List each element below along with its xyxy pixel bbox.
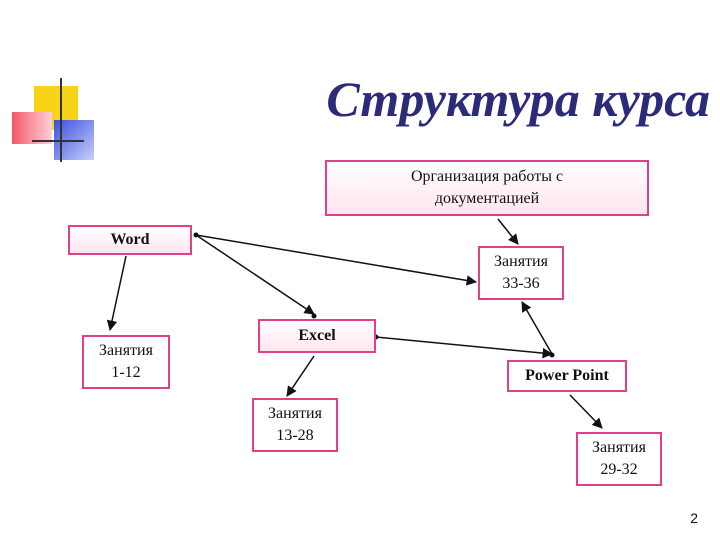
node-lessons-29-32: Занятия 29-32 bbox=[576, 432, 662, 486]
connector-dot-excel-top bbox=[311, 313, 317, 319]
node-power-point-label: Power Point bbox=[525, 367, 609, 384]
connector-dot-word bbox=[193, 232, 199, 238]
node-lessons-1-12-label: Занятия 1-12 bbox=[99, 342, 153, 381]
node-lessons-13-28-label: Занятия 13-28 bbox=[268, 405, 322, 444]
node-org-work-label: Организация работы с документацией bbox=[410, 168, 564, 207]
arrow-word-to-33-36 bbox=[195, 234, 478, 286]
arrow-excel-to-13-28 bbox=[286, 355, 315, 397]
node-lessons-29-32-label: Занятия 29-32 bbox=[592, 439, 646, 478]
decor-horizontal-line bbox=[32, 140, 84, 142]
connector-dot-powerpoint bbox=[549, 352, 555, 358]
node-excel-label: Excel bbox=[298, 327, 336, 344]
node-power-point: Power Point bbox=[507, 360, 627, 392]
slide-title: Структура курса bbox=[326, 71, 710, 127]
page-number: 2 bbox=[690, 510, 698, 526]
node-word: Word bbox=[68, 225, 192, 255]
node-lessons-33-36: Занятия 33-36 bbox=[478, 246, 564, 300]
arrow-word-to-excel bbox=[195, 234, 315, 315]
decor-vertical-line bbox=[60, 78, 62, 162]
arrow-powerpoint-to-29-32 bbox=[569, 394, 603, 429]
node-lessons-1-12: Занятия 1-12 bbox=[82, 335, 170, 389]
node-lessons-13-28: Занятия 13-28 bbox=[252, 398, 338, 452]
node-lessons-33-36-label: Занятия 33-36 bbox=[494, 253, 548, 292]
arrow-word-to-1-12 bbox=[106, 255, 127, 332]
arrow-33-36-to-powerpoint bbox=[521, 301, 553, 355]
node-word-label: Word bbox=[110, 231, 150, 248]
node-excel: Excel bbox=[258, 319, 376, 353]
decor-red-square bbox=[12, 112, 52, 144]
node-org-work: Организация работы с документацией bbox=[325, 160, 649, 216]
arrow-org-to-33-36 bbox=[497, 218, 519, 245]
arrow-excel-to-powerpoint bbox=[375, 336, 554, 359]
